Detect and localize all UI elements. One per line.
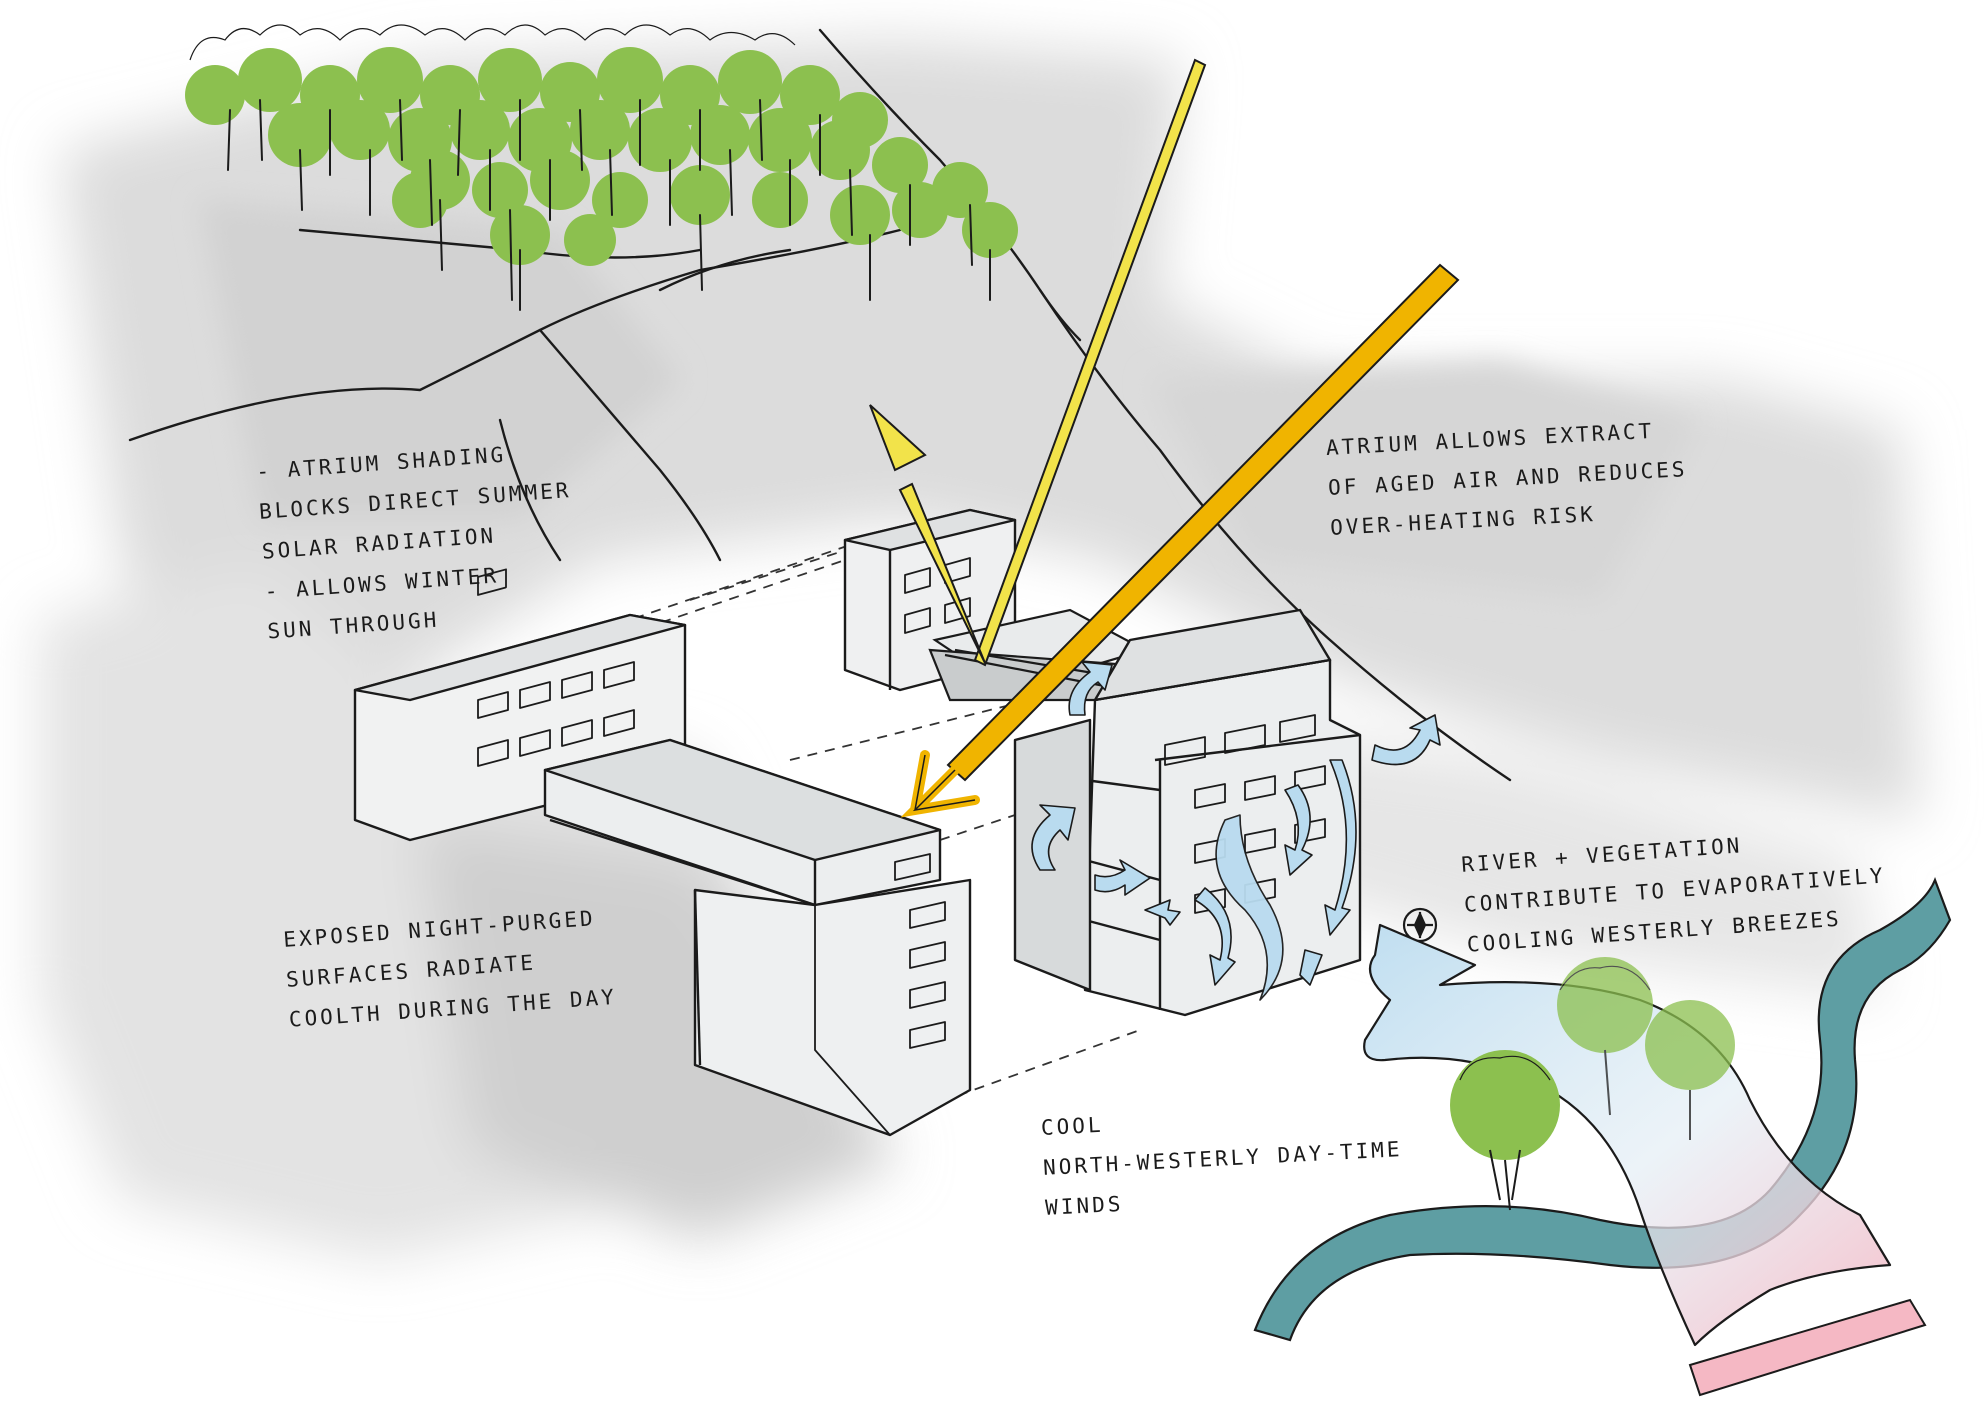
airflow-arrow-icon xyxy=(1031,661,1441,1001)
west-wing-windows xyxy=(477,568,507,596)
sun-ray-winter-arrow-icon xyxy=(900,263,1460,818)
note-atrium-extract: ATRIUM ALLOWS EXTRACT OF AGED AIR AND RE… xyxy=(1325,418,1689,540)
tree-canopy-cluster xyxy=(185,47,1018,266)
hilltop-forest xyxy=(185,24,1018,311)
evaporative-breeze xyxy=(1363,923,1927,1397)
tree-canopy-outlines xyxy=(189,24,796,61)
note-cool-winds: COOL NORTH-WESTERLY DAY-TIME WINDS xyxy=(1040,1112,1404,1220)
building-south-block xyxy=(543,738,972,1137)
sun-ray-arrow-icon xyxy=(869,58,1207,667)
building-stair-core xyxy=(1013,718,1092,992)
tree-icon xyxy=(1557,957,1735,1140)
note-atrium-shading: - ATRIUM SHADING BLOCKS DIRECT SUMMER SO… xyxy=(255,442,573,644)
tree-icon xyxy=(1450,1050,1560,1211)
tree-trunks xyxy=(227,99,991,311)
